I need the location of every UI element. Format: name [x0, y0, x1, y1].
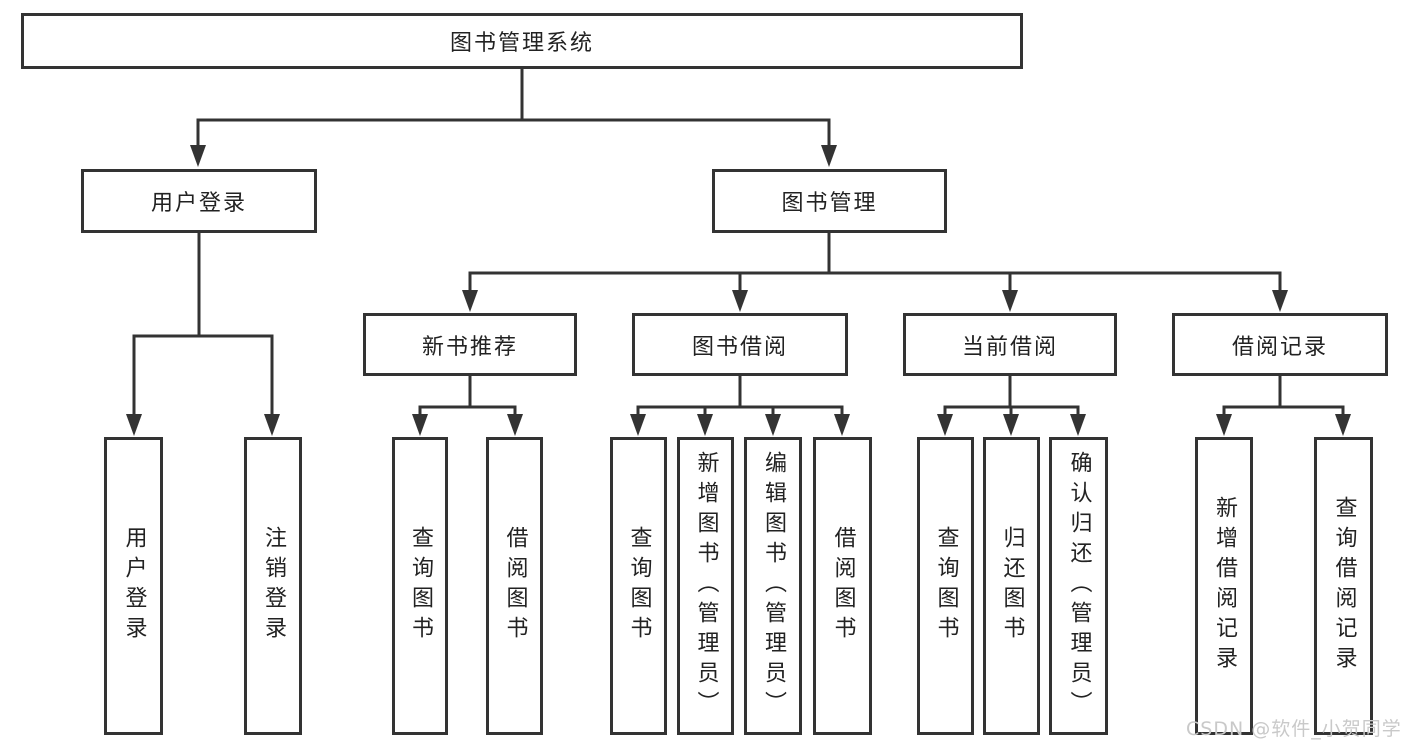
arrow-br-query	[1335, 414, 1351, 436]
arrow-bb-edit	[765, 414, 781, 436]
node-label: 当前借阅	[961, 334, 1058, 360]
node-label: 查询图书	[626, 526, 652, 646]
node-label: 编辑图书（管理员）	[761, 451, 786, 721]
arrow-borrowrecords	[1272, 290, 1288, 312]
leaf-add-book-admin: 新增图书（管理员）	[677, 437, 734, 735]
leaf-edit-book-admin: 编辑图书（管理员）	[744, 437, 802, 735]
connector-records-elbow	[1222, 405, 1345, 417]
arrow-newbook	[462, 290, 478, 312]
node-label: 查询图书	[408, 526, 433, 646]
arrow-bookmgmt	[821, 145, 837, 167]
leaf-newbook-query-book: 查询图书	[392, 437, 448, 735]
arrowheads	[126, 145, 1351, 436]
arrow-cb-confirm	[1070, 414, 1086, 436]
connector-newbook-elbow	[418, 405, 517, 417]
node-label: 新增借阅记录	[1212, 496, 1237, 676]
arrow-bb-borrow	[834, 414, 850, 436]
node-label: 归还图书	[999, 526, 1025, 646]
leaf-newbook-borrow-book: 借阅图书	[486, 437, 543, 735]
node-label: 注销登录	[261, 526, 286, 646]
leaf-confirm-return-admin: 确认归还（管理员）	[1049, 437, 1108, 735]
node-label: 图书借阅	[691, 334, 788, 360]
leaf-logout: 注销登录	[244, 437, 302, 735]
node-label: 查询借阅记录	[1331, 496, 1357, 676]
node-book-management: 图书管理	[712, 169, 947, 233]
node-label: 借阅图书	[830, 526, 856, 646]
leaf-return-book: 归还图书	[983, 437, 1040, 735]
node-root-library-system: 图书管理系统	[21, 13, 1023, 69]
node-label: 新增图书（管理员）	[693, 451, 719, 721]
node-current-borrowing: 当前借阅	[903, 313, 1117, 376]
node-book-borrowing: 图书借阅	[632, 313, 848, 376]
node-label: 借阅记录	[1231, 334, 1328, 360]
connector-level3-elbow	[468, 271, 1282, 293]
node-label: 图书管理系统	[449, 31, 594, 56]
node-new-book-recommend: 新书推荐	[363, 313, 577, 376]
arrow-bb-add	[697, 414, 713, 436]
node-label: 查询图书	[933, 526, 959, 646]
arrow-nb-borrow	[507, 414, 523, 436]
csdn-watermark: CSDN @软件_小贺同学	[1186, 718, 1402, 740]
connector-borrow-elbow	[636, 405, 844, 417]
node-label: 新书推荐	[421, 334, 518, 360]
node-label: 用户登录	[121, 526, 147, 646]
arrow-cb-query	[937, 414, 953, 436]
leaf-add-borrow-record: 新增借阅记录	[1195, 437, 1253, 735]
leaf-query-borrow-record: 查询借阅记录	[1314, 437, 1373, 735]
arrow-cb-return	[1003, 414, 1019, 436]
arrow-userlogin	[190, 145, 206, 167]
arrow-bookborrow	[732, 290, 748, 312]
arrow-nb-query	[412, 414, 428, 436]
node-label: 借阅图书	[502, 526, 528, 646]
leaf-borrow-book: 借阅图书	[813, 437, 872, 735]
connector-level2-elbow	[196, 118, 831, 148]
arrow-bb-query	[630, 414, 646, 436]
connector-userlogin-elbow	[132, 334, 274, 417]
arrow-br-add	[1216, 414, 1232, 436]
arrow-login-leaf	[126, 414, 142, 436]
node-borrowing-records: 借阅记录	[1172, 313, 1388, 376]
node-label: 图书管理	[781, 191, 878, 216]
leaf-borrow-query-book: 查询图书	[610, 437, 667, 735]
node-label: 确认归还（管理员）	[1066, 451, 1092, 721]
arrow-logout-leaf	[264, 414, 280, 436]
leaf-current-query-book: 查询图书	[917, 437, 974, 735]
node-label: 用户登录	[150, 191, 247, 216]
node-user-login: 用户登录	[81, 169, 317, 233]
arrow-currentborrow	[1002, 290, 1018, 312]
leaf-user-login: 用户登录	[104, 437, 163, 735]
